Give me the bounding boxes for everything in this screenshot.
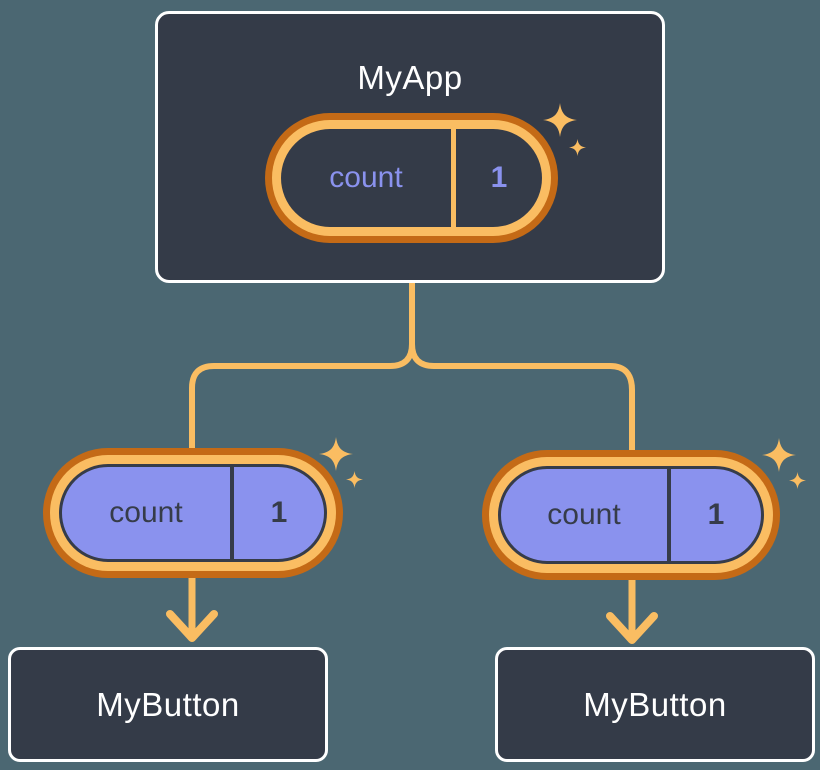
branch-right-line bbox=[409, 280, 635, 455]
arrow-right-head bbox=[606, 612, 658, 644]
prop-value: 1 bbox=[270, 496, 288, 529]
state-pill: count 1 bbox=[265, 113, 558, 243]
sparkle-icon bbox=[789, 472, 806, 489]
pill-divider bbox=[667, 469, 671, 561]
prop-name: count bbox=[547, 498, 621, 531]
state-pill-ring: count 1 bbox=[272, 120, 551, 236]
sparkle-icon bbox=[569, 139, 586, 156]
prop-pill-ring: count 1 bbox=[489, 457, 773, 573]
prop-value: 1 bbox=[707, 498, 725, 531]
component-box-mybutton-right: MyButton bbox=[495, 647, 815, 762]
sparkle-icon bbox=[319, 437, 353, 471]
prop-pill-left: count 1 bbox=[43, 448, 343, 578]
pill-divider bbox=[451, 129, 456, 227]
state-value: 1 bbox=[490, 161, 508, 194]
prop-pill-right: count 1 bbox=[482, 450, 780, 580]
prop-pill-ring: count 1 bbox=[50, 455, 336, 571]
component-title-myapp: MyApp bbox=[357, 59, 463, 96]
component-title-mybutton-right: MyButton bbox=[583, 685, 727, 723]
component-title-mybutton-left: MyButton bbox=[96, 685, 240, 723]
sparkle-icon bbox=[543, 103, 577, 137]
sparkle-icon bbox=[346, 471, 363, 488]
component-box-mybutton-left: MyButton bbox=[8, 647, 328, 762]
arrow-left-head bbox=[166, 610, 218, 642]
pill-divider bbox=[230, 467, 234, 559]
branch-left-line bbox=[189, 280, 415, 453]
prop-name: count bbox=[109, 496, 183, 529]
state-name: count bbox=[329, 161, 403, 194]
sparkle-icon bbox=[762, 438, 796, 472]
